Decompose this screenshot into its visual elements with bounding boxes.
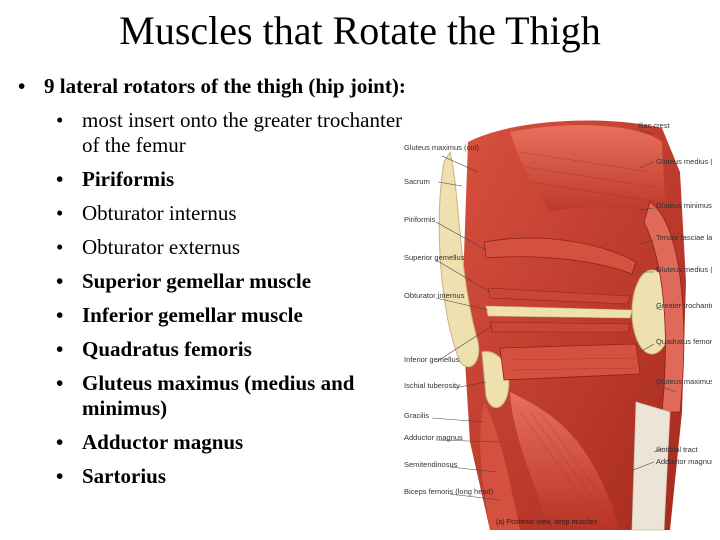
bullet-item: • Obturator externus [56, 235, 408, 260]
label-superior-gemellus: Superior gemellus [404, 253, 465, 262]
bullet-dot: • [56, 201, 64, 225]
bullet-text: Obturator externus [82, 235, 241, 259]
bullet-text: Inferior gemellar muscle [82, 303, 303, 327]
bullet-item: • Gluteus maximus (medius and minimus) [56, 371, 408, 421]
piriformis [483, 237, 637, 275]
bullet-text: most insert onto the greater trochanter … [82, 108, 403, 157]
bullet-dot: • [56, 167, 64, 191]
label-iliotibial-tract: Iliotibial tract [656, 445, 699, 454]
bullet-item: • Sartorius [56, 464, 408, 489]
hamstrings [480, 402, 520, 530]
bullet-text: Superior gemellar muscle [82, 269, 312, 293]
label-gluteus-maximus: Gluteus maximus (cut) [404, 143, 480, 152]
bullet-text: Gluteus maximus (medius and minimus) [82, 371, 355, 420]
slide-title: Muscles that Rotate the Thigh [119, 8, 601, 53]
bullet-dot: • [56, 337, 64, 361]
bullet-text: Adductor magnus [82, 430, 244, 454]
obturator-internus [485, 305, 633, 319]
bullet-item: • Quadratus femoris [56, 337, 408, 362]
bullet-text: Quadratus femoris [82, 337, 252, 361]
leader-lines [431, 129, 677, 501]
bullet-dot: • [56, 235, 64, 259]
anatomy-figure: Gluteus maximus (cut) Sacrum Piriformis … [400, 112, 720, 532]
label-inferior-gemellus: Inferior gemellus [404, 355, 460, 364]
bullet-item: • Obturator internus [56, 201, 408, 226]
label-quadratus-femoris: Quadratus femoris [656, 337, 712, 346]
bullet-item: • Piriformis [56, 167, 408, 192]
bullet-item: • Adductor magnus [56, 430, 408, 455]
label-gracilis: Gracilis [404, 411, 429, 420]
gluteus-medius [510, 125, 666, 222]
left-labels: Gluteus maximus (cut) Sacrum Piriformis … [404, 143, 494, 496]
label-sacrum: Sacrum [404, 177, 430, 186]
bullet-dot: • [56, 371, 64, 395]
quadratus-femoris [499, 343, 641, 381]
bullet-text: Sartorius [82, 464, 166, 488]
label-adductor-magnus-left: Adductor magnus [404, 433, 463, 442]
bullet-text: Piriformis [82, 167, 175, 191]
label-biceps-femoris: Biceps femoris (long head) [404, 487, 494, 496]
label-gluteus-maximus-cut: Gluteus maximus (cut) [656, 377, 712, 386]
bullet-text: Obturator internus [82, 201, 237, 225]
label-obturator-internus: Obturator internus [404, 291, 465, 300]
label-greater-trochanter: Greater trochanter of femur [656, 301, 712, 310]
bullet-dot: • [18, 74, 26, 98]
bullet-dot: • [56, 108, 64, 132]
label-gluteus-medius-cut-2: Gluteus medius (cut) [656, 265, 712, 274]
label-gluteus-minimus: Gluteus minimus [656, 201, 712, 210]
bullet-list: • 9 lateral rotators of the thigh (hip jo… [18, 74, 408, 498]
hip-muscle-illustration: Gluteus maximus (cut) Sacrum Piriformis … [404, 120, 720, 531]
label-ischial-tuberosity: Ischial tuberosity [404, 381, 460, 390]
bullet-item: • most insert onto the greater trochanter… [56, 108, 408, 158]
figure-caption: (a) Posterior view, deep muscles [496, 519, 598, 526]
bullet-dot: • [56, 464, 64, 488]
muscle-fibers [509, 151, 659, 523]
bullet-item: • Inferior gemellar muscle [56, 303, 408, 328]
sacrum-bone [438, 150, 480, 368]
bullet-dot: • [56, 269, 64, 293]
label-iliac-crest: Iliac crest [638, 121, 671, 130]
label-tensor-fasciae-latae: Tensor fasciae latae [656, 233, 712, 242]
bullet-dot: • [56, 430, 64, 454]
label-adductor-magnus-right: Adductor magnus [656, 457, 712, 466]
gemellus-inferior [489, 321, 631, 333]
gemellus-superior [487, 287, 631, 305]
bullet-item: • Superior gemellar muscle [56, 269, 408, 294]
label-piriformis: Piriformis [404, 215, 435, 224]
bullet-item: • 9 lateral rotators of the thigh (hip jo… [18, 74, 408, 99]
label-gluteus-medius-cut: Gluteus medius (cut) [656, 157, 712, 166]
adductor-magnus [510, 392, 620, 530]
gluteus-maximus-cut [643, 201, 685, 413]
bullet-text: 9 lateral rotators of the thigh (hip joi… [44, 74, 406, 98]
right-labels: Iliac crest Gluteus medius (cut) Gluteus… [638, 121, 720, 466]
label-semitendinosus: Semitendinosus [404, 460, 458, 469]
iliotibial-tract [631, 401, 671, 531]
bullet-dot: • [56, 303, 64, 327]
